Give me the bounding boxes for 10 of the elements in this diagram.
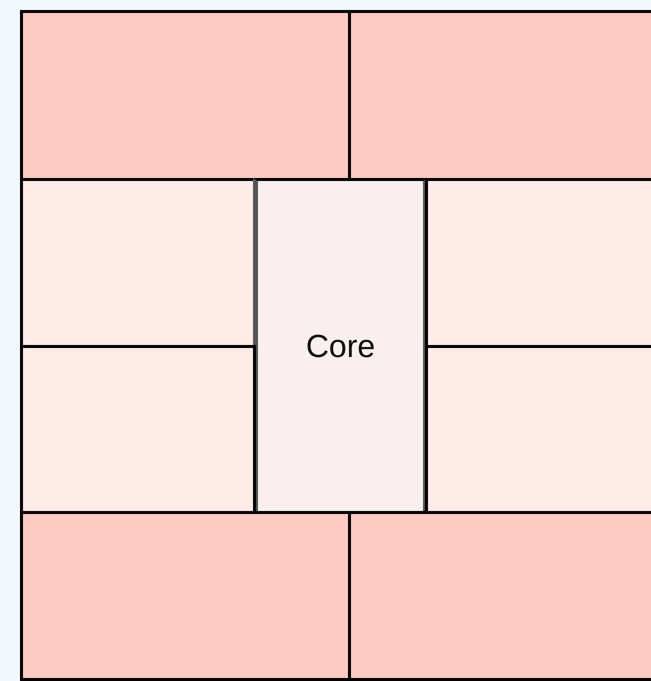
block [20,345,256,514]
block [348,10,651,181]
block [425,178,651,348]
block [348,511,651,681]
block-label: Core [306,328,376,364]
block [20,178,256,348]
block [20,10,351,181]
block [20,511,351,681]
block [425,345,651,514]
core-block [253,178,428,514]
